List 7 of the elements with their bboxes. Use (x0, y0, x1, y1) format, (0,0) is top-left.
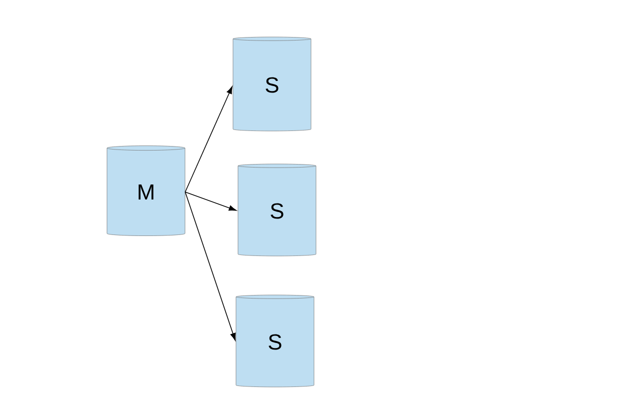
arrow (184, 86, 232, 192)
database-cylinder: S (238, 164, 316, 256)
arrow (184, 192, 236, 211)
database-cylinder: S (236, 294, 314, 388)
database-cylinder: S (232, 36, 312, 132)
arrow (184, 192, 236, 341)
database-cylinder: M (106, 146, 186, 236)
